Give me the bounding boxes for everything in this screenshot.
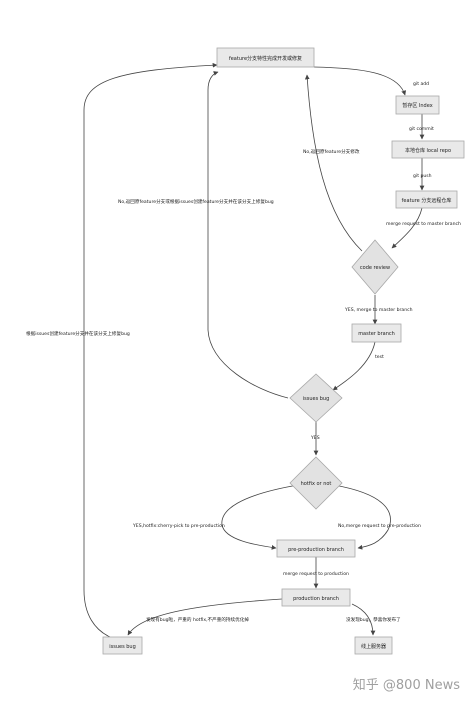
node-issues-bug: issues bug [109,644,136,650]
edge-no-review [304,74,363,252]
label-yes-merge: YES, merge to master branch [344,307,413,313]
node-local-repo: 本地仓库 local repo [405,147,451,154]
node-prod: production branch [293,596,339,602]
node-online: 线上服务器 [361,643,386,650]
node-code-review-diamond [351,239,399,295]
edge-no-issues [207,71,289,399]
edge-no-bug [351,603,376,636]
edge-test [332,341,376,391]
node-remote: feature 分支远程仓库 [402,197,452,204]
label-yes-hotfix: YES,hotfix:cherry-pick to pre-production [132,523,225,529]
watermark: 知乎 @800 News [352,678,460,693]
label-yes: YES [310,435,320,441]
edge-merge-master [391,207,423,249]
edge-git-add [313,66,407,96]
label-bug-found: 发现有bug啦，严重的 hotfix,不严重的持续优化掉 [146,616,249,623]
label-merge-prod: merge request to production [283,571,349,577]
label-no-merge-pre: No,merge request to pre-production [338,523,421,529]
edge-yes-hotfix [221,484,299,550]
node-feature-develop-box [216,47,315,68]
node-preprod-box [276,539,356,558]
label-merge-master: merge request to master branch [386,221,461,227]
node-hotfix-diamond [289,456,343,510]
label-test: test [375,354,384,360]
edge-left-loop [83,62,218,638]
node-online-box [354,636,393,655]
label-no-review: No,返回原feature分支修改 [303,148,360,155]
node-issues-bug-box [102,636,143,655]
label-git-commit: git commit [409,126,434,132]
edge-bug-found [127,598,283,636]
node-staging: 暂存区 Index [402,102,432,109]
node-issues-check: issues bug [303,396,330,402]
node-hotfix: hotfix or not [301,481,332,487]
label-no-bug: 没发现bug，恭喜你发布了 [346,616,401,623]
node-master-box [351,323,402,343]
node-feature-develop: feature分支特性完成开发或修复 [229,55,302,62]
label-left-loop: 根据issues创建feature分支并在该分支上修复bug [26,330,130,337]
label-no-issues: No,返回原feature分支或根据issues创建feature分支并在该分支… [118,198,274,205]
label-git-add: git add [413,81,429,87]
label-git-push: git push [413,173,432,179]
edge-no-merge-pre [333,484,391,550]
node-staging-box [395,95,440,115]
node-preprod: pre-production branch [288,547,344,553]
node-code-review: code review [360,265,390,271]
node-issues-check-diamond [289,373,343,423]
node-remote-box [395,190,458,209]
node-local-repo-box [391,140,465,159]
node-master: master branch [358,331,395,337]
node-prod-box [281,588,351,607]
